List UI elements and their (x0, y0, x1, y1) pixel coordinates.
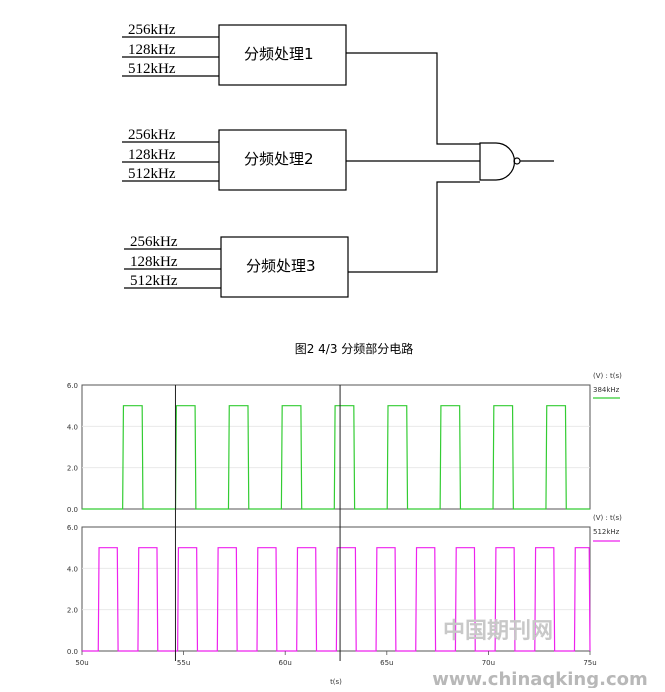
block-2-input-1-label: 256kHz (128, 127, 176, 143)
panel-2-legend-axis: (V) : t(s) (593, 514, 622, 522)
block-3-input-3-label: 512kHz (130, 273, 178, 289)
panel-1-y-tick-label: 6.0 (67, 382, 78, 390)
panel-1-trace (82, 405, 590, 510)
block-3-box (220, 236, 349, 298)
panel-1-y-tick-label: 0.0 (67, 506, 78, 514)
panel-1-legend-axis: (V) : t(s) (593, 372, 622, 380)
circuit-diagram (122, 24, 554, 298)
block-3-label: 分频处理3 (246, 257, 316, 275)
panel-1-y-ticks: 6.0 4.0 2.0 0.0 (67, 382, 78, 514)
panel-1-gridlines (82, 425, 590, 469)
block-3-input-1-label: 256kHz (130, 234, 178, 250)
x-axis-ticks: 50u 55u 60u 65u 70u 75u (75, 651, 597, 667)
panel-2-y-tick-label: 0.0 (67, 648, 78, 656)
block-1-output-wire (346, 52, 480, 145)
block-1-input-3-label: 512kHz (128, 61, 176, 77)
x-axis-label: t(s) (330, 678, 342, 686)
x-tick-label: 65u (380, 659, 393, 667)
time-cursors[interactable] (174, 385, 341, 661)
block-3-input-2-label: 128kHz (130, 254, 178, 270)
panel-1-y-tick-label: 2.0 (67, 465, 78, 473)
block-2-box (218, 129, 347, 191)
block-1-label: 分频处理1 (244, 45, 314, 63)
panel-1-square-wave (82, 405, 590, 510)
x-tick-label: 75u (583, 659, 596, 667)
panel-2-square-wave (82, 547, 591, 652)
block-1-input-2-label: 128kHz (128, 42, 176, 58)
nand-gate (479, 142, 554, 181)
divider-block-1 (122, 24, 347, 86)
panel-2-y-tick-label: 6.0 (67, 524, 78, 532)
x-tick-label: 50u (75, 659, 88, 667)
block-1-input-1-label: 256kHz (128, 22, 176, 38)
watermark-cn: 中国期刊网 (443, 619, 553, 644)
panel-2-y-ticks: 6.0 4.0 2.0 0.0 (67, 524, 78, 656)
block-1-box (218, 24, 347, 86)
panel-2-y-tick-label: 2.0 (67, 607, 78, 615)
divider-block-2 (122, 129, 347, 191)
panel-2-legend-name: 512kHz (593, 528, 620, 536)
panel-2-y-tick-label: 4.0 (67, 565, 78, 573)
nand-gate-body (479, 142, 516, 181)
watermark-url: www.chinaqking.com (432, 669, 648, 688)
block-2-input-3-label: 512kHz (128, 166, 176, 182)
block-3-output-wire (348, 181, 480, 273)
block-2-input-2-label: 128kHz (128, 147, 176, 163)
x-tick-label: 60u (279, 659, 292, 667)
panel-1-legend-name: 384kHz (593, 386, 620, 394)
x-tick-label: 70u (482, 659, 495, 667)
panel-2-gridlines (82, 567, 590, 611)
watermark: 中国期刊网 www.chinaqking.com (432, 619, 648, 690)
panel-1-y-tick-label: 4.0 (67, 423, 78, 431)
block-2-label: 分频处理2 (244, 150, 314, 168)
x-tick-label: 55u (177, 659, 190, 667)
panel-2-trace (82, 547, 591, 652)
waveform-plots: 6.0 4.0 2.0 0.0 6.0 4.0 2.0 0.0 50u 55u 60u 65u 70… (67, 372, 622, 686)
panel-1-frame (81, 384, 591, 510)
figure-caption: 图2 4/3 分频部分电路 (295, 341, 414, 356)
divider-block-3 (124, 236, 349, 298)
